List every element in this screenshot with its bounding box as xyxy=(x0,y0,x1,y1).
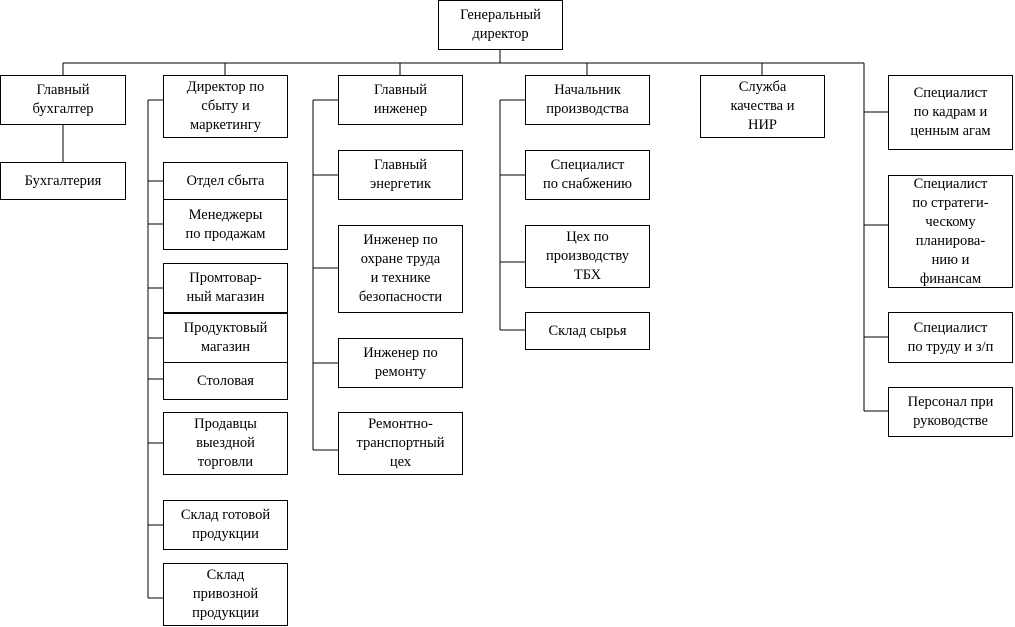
node-strategy-specialist: Специалист по стратеги- ческому планиров… xyxy=(888,175,1013,288)
node-mobile-sellers: Продавцы выездной торговли xyxy=(163,412,288,475)
node-raw-warehouse: Склад сырья xyxy=(525,312,650,350)
node-imported-goods-warehouse: Склад привозной продукции xyxy=(163,563,288,626)
node-finished-goods-warehouse: Склад готовой продукции xyxy=(163,500,288,550)
node-tbh-shop: Цех по производству ТБХ xyxy=(525,225,650,288)
node-chief-power-engineer: Главный энергетик xyxy=(338,150,463,200)
node-repair-engineer: Инженер по ремонту xyxy=(338,338,463,388)
node-hr-specialist: Специалист по кадрам и ценным агам xyxy=(888,75,1013,150)
node-canteen: Столовая xyxy=(163,362,288,400)
node-chief-engineer: Главный инженер xyxy=(338,75,463,125)
node-accounting: Бухгалтерия xyxy=(0,162,126,200)
node-safety-engineer: Инженер по охране труда и технике безопа… xyxy=(338,225,463,313)
node-sales-dept: Отдел сбыта xyxy=(163,162,288,200)
node-grocery-store: Продуктовый магазин xyxy=(163,313,288,363)
node-labor-specialist: Специалист по труду и з/п xyxy=(888,312,1013,363)
node-quality-service: Служба качества и НИР xyxy=(700,75,825,138)
node-supply-specialist: Специалист по снабжению xyxy=(525,150,650,200)
node-admin-staff: Персонал при руководстве xyxy=(888,387,1013,437)
node-transport-shop: Ремонтно- транспортный цех xyxy=(338,412,463,475)
node-general-director: Генеральный директор xyxy=(438,0,563,50)
node-chief-accountant: Главный бухгалтер xyxy=(0,75,126,125)
node-sales-managers: Менеджеры по продажам xyxy=(163,199,288,250)
node-industrial-store: Промтовар- ный магазин xyxy=(163,263,288,313)
node-production-head: Начальник производства xyxy=(525,75,650,125)
node-sales-director: Директор по сбыту и маркетингу xyxy=(163,75,288,138)
